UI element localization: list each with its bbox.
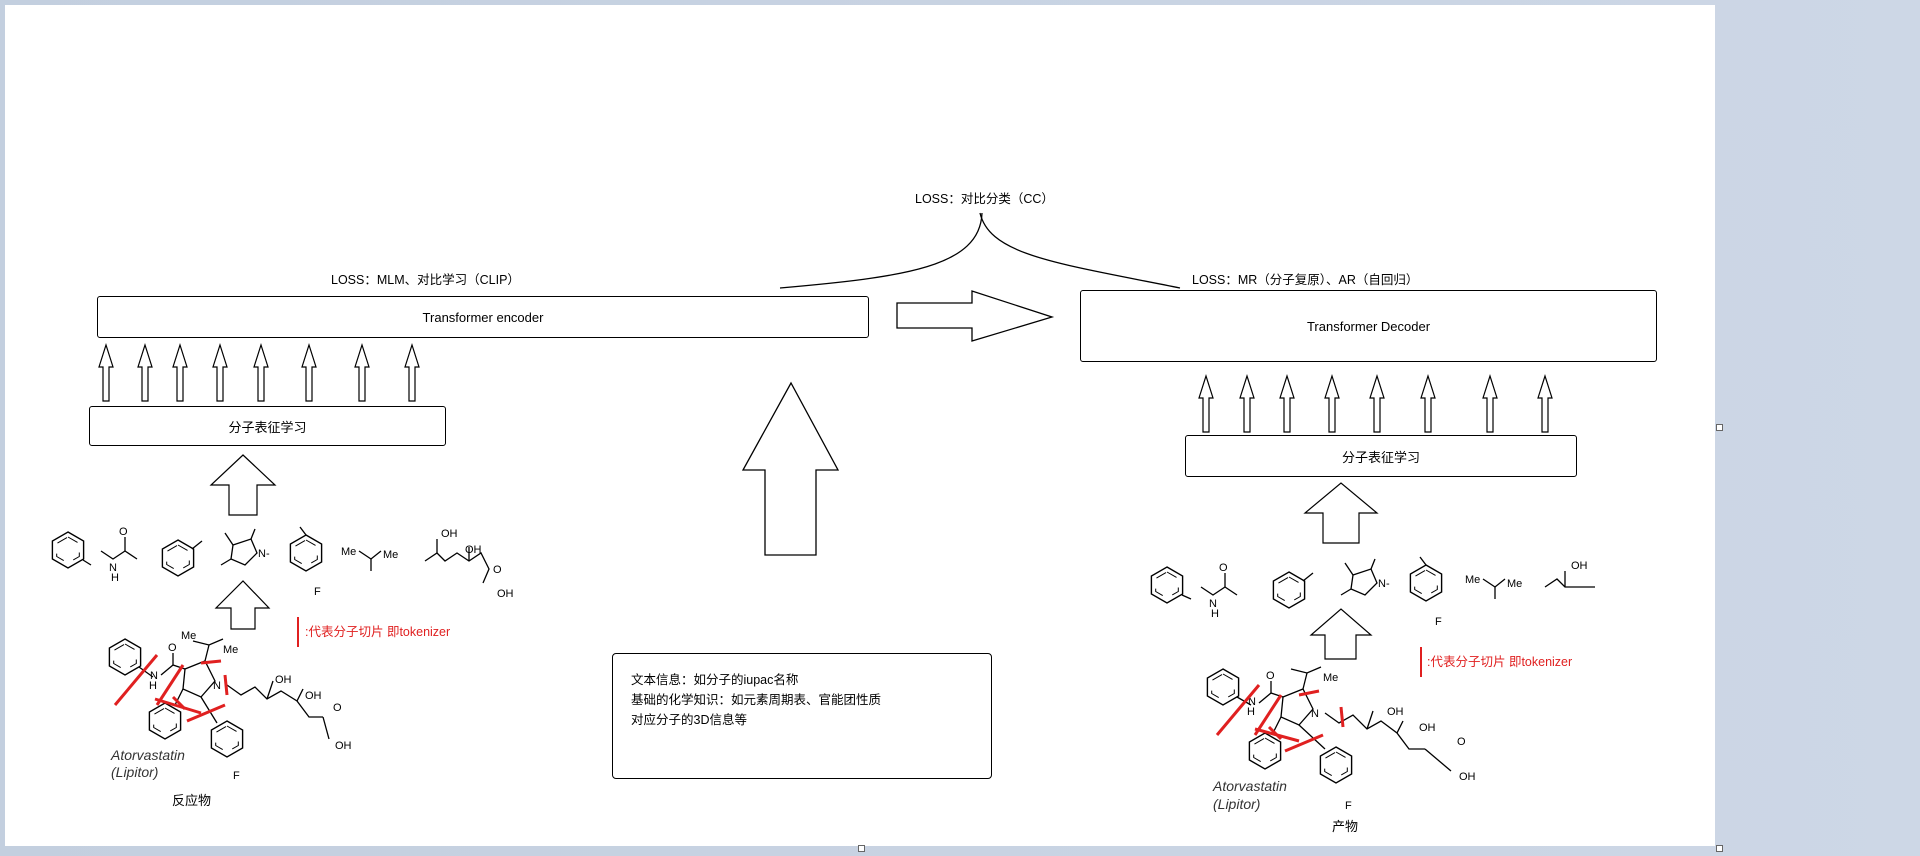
reactant-caption: 反应物 [172, 793, 212, 808]
transformer-encoder-label: Transformer encoder [422, 309, 544, 325]
svg-text:F: F [1435, 616, 1442, 628]
svg-text:Me: Me [341, 546, 356, 558]
transformer-decoder-box[interactable]: Transformer Decoder [1080, 290, 1657, 362]
transformer-decoder-label: Transformer Decoder [1306, 318, 1431, 334]
svg-text:(Lipitor): (Lipitor) [1213, 796, 1260, 812]
svg-text:F: F [314, 586, 321, 598]
encoder-to-decoder-arrow [896, 290, 1055, 342]
decoder-token-arrows [1198, 375, 1553, 433]
reactant-molecule: H N O Me Me N F OH OH O OH Atorvasta [108, 630, 352, 782]
resize-handle-bottom-right[interactable] [1716, 845, 1723, 852]
svg-text:Atorvastatin: Atorvastatin [1212, 778, 1287, 794]
svg-text:OH: OH [335, 740, 352, 752]
svg-text:OH: OH [275, 674, 292, 686]
decoder-block-arrow-lower [1309, 608, 1373, 660]
svg-text:OH: OH [1387, 706, 1404, 718]
decoder-repr-box[interactable]: 分子表征学习 [1185, 435, 1577, 477]
svg-text:N: N [1248, 696, 1256, 708]
svg-text:O: O [1219, 562, 1228, 574]
cc-loss-label: LOSS：对比分类（CC） [915, 192, 1054, 206]
product-caption: 产物 [1332, 819, 1359, 834]
svg-text:N: N [1311, 708, 1319, 720]
svg-text:H: H [149, 680, 157, 692]
svg-text:OH: OH [497, 588, 514, 600]
info-line-1: 文本信息：如分子的iupac名称 [631, 673, 799, 687]
svg-text:O: O [119, 526, 128, 538]
svg-text:N: N [213, 680, 221, 692]
encoder-tokenizer-note: :代表分子切片 即tokenizer [305, 625, 451, 639]
resize-handle-bottom[interactable] [858, 845, 865, 852]
encoder-block-arrow-lower [214, 580, 271, 630]
resize-handle-right[interactable] [1716, 424, 1723, 431]
svg-text:OH: OH [1459, 771, 1476, 783]
decoder-fragments: O N H N- F Me Me OH [1150, 556, 1595, 628]
encoder-repr-box[interactable]: 分子表征学习 [89, 406, 446, 446]
decoder-tokenizer-note: :代表分子切片 即tokenizer [1427, 655, 1573, 669]
svg-text:O: O [333, 702, 342, 714]
encoder-token-arrows [98, 344, 420, 402]
info-text-box[interactable]: 文本信息：如分子的iupac名称 基础的化学知识：如元素周期表、官能团性质 对应… [612, 653, 992, 779]
svg-text:OH: OH [465, 544, 482, 556]
svg-text:O: O [1266, 670, 1275, 682]
svg-text:N: N [1209, 598, 1217, 610]
svg-text:O: O [1457, 736, 1466, 748]
svg-text:Me: Me [223, 644, 238, 656]
svg-text:H: H [111, 572, 119, 584]
svg-text:Me: Me [1507, 578, 1522, 590]
decoder-loss-label: LOSS：MR（分子复原）、AR（自回归） [1192, 273, 1419, 287]
svg-text:N-: N- [258, 548, 270, 560]
svg-text:OH: OH [305, 690, 322, 702]
svg-text:O: O [493, 564, 502, 576]
svg-text:F: F [1345, 800, 1352, 812]
encoder-block-arrow-upper [209, 454, 277, 516]
product-molecule: H N O Me N F OH OH O OH Atorvastatin [1206, 666, 1476, 812]
svg-text:Me: Me [1465, 574, 1480, 586]
svg-text:N: N [150, 670, 158, 682]
cc-curve-left [779, 212, 983, 289]
cc-curve-right [979, 212, 1181, 289]
svg-text:Atorvastatin: Atorvastatin [110, 747, 185, 763]
info-up-arrow [741, 381, 840, 556]
svg-text:N-: N- [1378, 578, 1390, 590]
svg-text:Me: Me [383, 549, 398, 561]
transformer-encoder-box[interactable]: Transformer encoder [97, 296, 869, 338]
svg-text:H: H [1247, 706, 1255, 718]
decoder-block-arrow-upper [1303, 482, 1379, 544]
svg-text:H: H [1211, 608, 1219, 620]
svg-text:(Lipitor): (Lipitor) [111, 764, 158, 780]
canvas-page: LOSS：对比分类（CC） LOSS：MLM、对比学习（CLIP） Transf… [5, 5, 1715, 846]
encoder-fragments: O N H N- F Me Me OH OH [51, 526, 514, 600]
svg-text:F: F [233, 770, 240, 782]
svg-text:Me: Me [181, 630, 196, 642]
decoder-repr-label: 分子表征学习 [1341, 449, 1420, 465]
encoder-loss-label: LOSS：MLM、对比学习（CLIP） [331, 273, 520, 287]
svg-text:OH: OH [441, 528, 458, 540]
svg-text:N: N [109, 562, 117, 574]
svg-text:Me: Me [1323, 672, 1338, 684]
encoder-repr-label: 分子表征学习 [228, 419, 307, 435]
svg-text:OH: OH [1419, 722, 1436, 734]
info-line-3: 对应分子的3D信息等 [631, 713, 747, 727]
info-line-2: 基础的化学知识：如元素周期表、官能团性质 [631, 693, 882, 707]
diagram-graphics: O N H N- F Me Me OH OH [51, 212, 1595, 812]
svg-text:OH: OH [1571, 560, 1588, 572]
svg-text:O: O [168, 642, 177, 654]
